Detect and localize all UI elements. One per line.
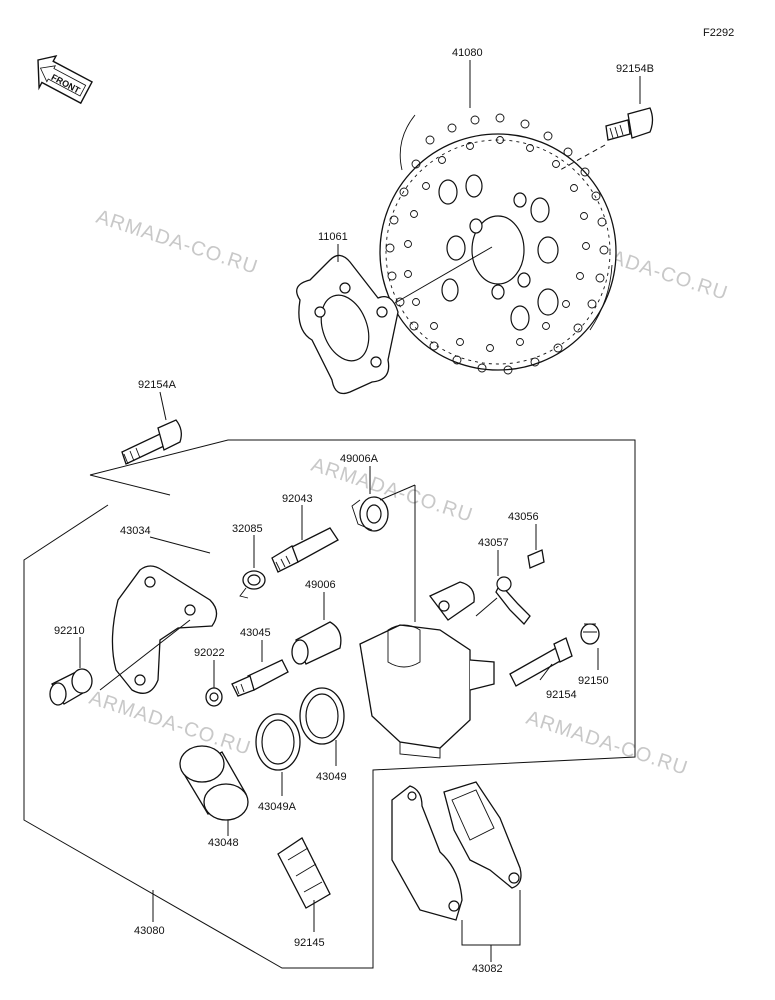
label-92150: 92150 [578,675,609,687]
watermark-4: ARMADA-CO.RU [86,687,253,760]
collar-92210 [49,668,93,706]
piston-43048 [179,745,249,821]
label-92145: 92145 [294,937,325,949]
pin-43045 [231,659,289,697]
label-43057: 43057 [478,537,509,549]
part-labels: 41080 92154B 11061 92154A 49006A 92043 4… [54,47,654,975]
label-43049: 43049 [316,771,347,783]
bolt-92154a [121,419,182,465]
label-92210: 92210 [54,625,85,637]
label-92043: 92043 [282,493,313,505]
watermark-3: ARMADA-CO.RU [308,454,475,527]
bolt-92154b [605,107,654,141]
label-43034: 43034 [120,525,151,537]
circlip-32085 [239,570,266,599]
label-49006: 49006 [305,579,336,591]
pin-92043 [271,527,339,573]
pin-92154 [509,637,573,687]
label-92154a: 92154A [138,379,177,391]
label-92154: 92154 [546,689,577,701]
clip-92145 [277,837,331,909]
watermark-5: ARMADA-CO.RU [523,707,690,780]
label-43082: 43082 [472,963,503,975]
brake-disc [379,113,617,375]
brake-pads-43082 [391,781,522,921]
label-49006a: 49006A [340,453,379,465]
label-92154b: 92154B [616,63,654,75]
gasket-11061 [296,254,399,395]
front-arrow-icon: FRONT [37,54,93,105]
cap-43056 [527,549,545,569]
boot-49006 [291,621,342,665]
bracket-43034 [111,565,218,694]
watermark-1: ARMADA-CO.RU [93,206,260,279]
boot-49006a [351,496,389,532]
figure-code: F2292 [703,27,734,39]
plug-92150 [580,623,600,645]
seal-43049a [255,713,301,771]
label-41080: 41080 [452,47,483,59]
label-43045: 43045 [240,627,271,639]
washer-92022 [205,687,223,707]
label-11061: 11061 [318,231,348,243]
label-43049a: 43049A [258,801,297,813]
caliper-body [359,581,495,759]
seal-43049 [299,687,345,745]
label-92022: 92022 [194,647,225,659]
bleeder-43057 [495,576,531,625]
label-43056: 43056 [508,511,539,523]
label-43080: 43080 [134,925,165,937]
label-32085: 32085 [232,523,263,535]
label-43048: 43048 [208,837,239,849]
